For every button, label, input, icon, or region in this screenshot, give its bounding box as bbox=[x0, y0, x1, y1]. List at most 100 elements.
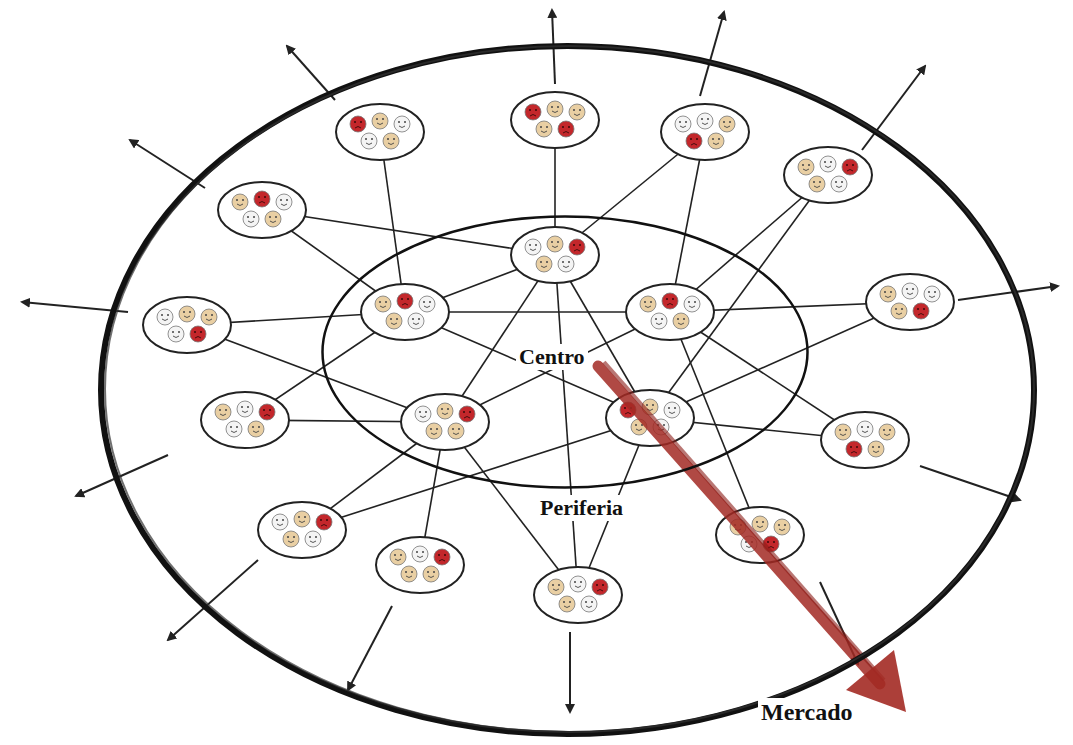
face-icon bbox=[415, 406, 431, 422]
face-icon bbox=[408, 313, 424, 329]
face-icon bbox=[684, 296, 700, 312]
face-icon bbox=[662, 293, 678, 309]
face-icon bbox=[857, 421, 873, 437]
face-icon bbox=[248, 421, 264, 437]
people-group bbox=[143, 297, 231, 353]
link-line bbox=[555, 255, 578, 595]
face-icon bbox=[880, 286, 896, 302]
people-group bbox=[661, 104, 749, 160]
face-icon bbox=[272, 514, 288, 530]
people-group bbox=[511, 92, 599, 148]
ellipse-outline bbox=[95, 40, 1040, 740]
face-icon bbox=[316, 514, 332, 530]
face-icon bbox=[719, 116, 735, 132]
face-icon bbox=[243, 211, 259, 227]
people-group bbox=[534, 567, 622, 623]
face-icon bbox=[569, 104, 585, 120]
face-icon bbox=[232, 194, 248, 210]
people-group bbox=[511, 227, 599, 283]
face-icon bbox=[294, 511, 310, 527]
outward-arrow bbox=[348, 606, 392, 690]
face-icon bbox=[423, 566, 439, 582]
face-icon bbox=[426, 423, 442, 439]
face-icon bbox=[673, 313, 689, 329]
face-icon bbox=[168, 326, 184, 342]
face-icon bbox=[686, 133, 702, 149]
people-group bbox=[401, 394, 489, 450]
face-icon bbox=[397, 293, 413, 309]
face-icon bbox=[390, 549, 406, 565]
outward-arrow bbox=[700, 12, 724, 96]
face-icon bbox=[361, 133, 377, 149]
face-icon bbox=[570, 576, 586, 592]
people-group bbox=[784, 147, 872, 203]
face-icon bbox=[675, 116, 691, 132]
face-icon bbox=[412, 546, 428, 562]
face-icon bbox=[708, 133, 724, 149]
center-ellipse: Centro bbox=[320, 214, 810, 490]
face-icon bbox=[276, 194, 292, 210]
face-icon bbox=[868, 441, 884, 457]
face-icon bbox=[547, 101, 563, 117]
face-icon bbox=[259, 404, 275, 420]
face-icon bbox=[831, 176, 847, 192]
face-icon bbox=[254, 191, 270, 207]
face-icon bbox=[820, 156, 836, 172]
face-icon bbox=[569, 239, 585, 255]
people-group bbox=[626, 284, 714, 340]
region-label: Centro bbox=[516, 344, 588, 370]
face-icon bbox=[536, 256, 552, 272]
people-groups bbox=[143, 92, 954, 623]
people-group bbox=[376, 537, 464, 593]
face-icon bbox=[913, 303, 929, 319]
face-icon bbox=[375, 296, 391, 312]
face-icon bbox=[372, 113, 388, 129]
face-icon bbox=[640, 296, 656, 312]
link-lines bbox=[187, 120, 910, 595]
face-icon bbox=[697, 113, 713, 129]
face-icon bbox=[265, 211, 281, 227]
people-group bbox=[336, 104, 424, 160]
face-icon bbox=[846, 441, 862, 457]
people-group bbox=[361, 284, 449, 340]
face-icon bbox=[179, 306, 195, 322]
face-icon bbox=[651, 313, 667, 329]
face-icon bbox=[547, 236, 563, 252]
face-icon bbox=[924, 286, 940, 302]
face-icon bbox=[157, 309, 173, 325]
face-icon bbox=[592, 579, 608, 595]
face-icon bbox=[891, 303, 907, 319]
people-group bbox=[201, 392, 289, 448]
outward-arrow bbox=[168, 560, 258, 640]
region-label: Periferia bbox=[537, 495, 626, 521]
outward-arrow bbox=[862, 66, 925, 150]
face-icon bbox=[879, 424, 895, 440]
face-icon bbox=[548, 579, 564, 595]
face-icon bbox=[386, 313, 402, 329]
outward-arrow bbox=[569, 632, 571, 712]
face-icon bbox=[525, 239, 541, 255]
face-icon bbox=[201, 309, 217, 325]
face-icon bbox=[798, 159, 814, 175]
outward-arrow bbox=[920, 466, 1020, 500]
outward-arrow bbox=[958, 286, 1058, 300]
face-icon bbox=[558, 121, 574, 137]
people-group bbox=[821, 412, 909, 468]
market-label: Mercado bbox=[758, 698, 856, 727]
face-icon bbox=[536, 121, 552, 137]
face-icon bbox=[752, 516, 768, 532]
face-icon bbox=[190, 326, 206, 342]
face-icon bbox=[774, 519, 790, 535]
face-icon bbox=[394, 116, 410, 132]
face-icon bbox=[237, 401, 253, 417]
face-icon bbox=[383, 133, 399, 149]
outward-arrows bbox=[22, 10, 1058, 712]
face-icon bbox=[525, 104, 541, 120]
face-icon bbox=[419, 296, 435, 312]
face-icon bbox=[664, 402, 680, 418]
face-icon bbox=[401, 566, 417, 582]
face-icon bbox=[350, 116, 366, 132]
